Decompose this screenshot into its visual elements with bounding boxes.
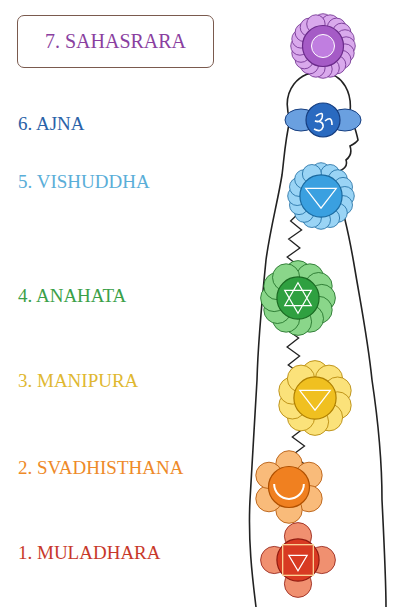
chakra-name: 6. AJNA <box>18 113 85 136</box>
triangle <box>306 188 337 208</box>
crescent <box>274 484 304 499</box>
ajna-chakra <box>306 103 340 137</box>
anahata-chakra <box>277 277 319 319</box>
hexagram <box>285 283 312 314</box>
manipura-chakra <box>294 377 336 419</box>
muladhara-chakra <box>277 539 319 581</box>
sahasrara-chakra <box>312 35 335 58</box>
chakra-name: 2. SVADHISTHANA <box>18 457 183 480</box>
svadhisthana-chakra <box>269 467 310 508</box>
chakra-name: 5. VISHUDDHA <box>18 171 150 194</box>
body-back-outline <box>249 120 290 607</box>
triangle <box>300 390 331 410</box>
triangle <box>289 555 307 570</box>
vishuddha-chakra <box>300 175 342 217</box>
square <box>283 545 314 576</box>
spine <box>286 212 305 491</box>
om-symbol <box>314 113 332 130</box>
chakra-name: 4. ANAHATA <box>18 285 126 308</box>
chakra-name: 1. MULADHARA <box>18 542 161 565</box>
chakra-symbols <box>256 14 361 598</box>
chakra-name: 3. MANIPURA <box>18 370 138 393</box>
sahasrara-chakra <box>303 26 344 67</box>
heading-box: 7. SAHASRARA <box>17 15 214 68</box>
chakra-name: 7. SAHASRARA <box>45 30 186 53</box>
